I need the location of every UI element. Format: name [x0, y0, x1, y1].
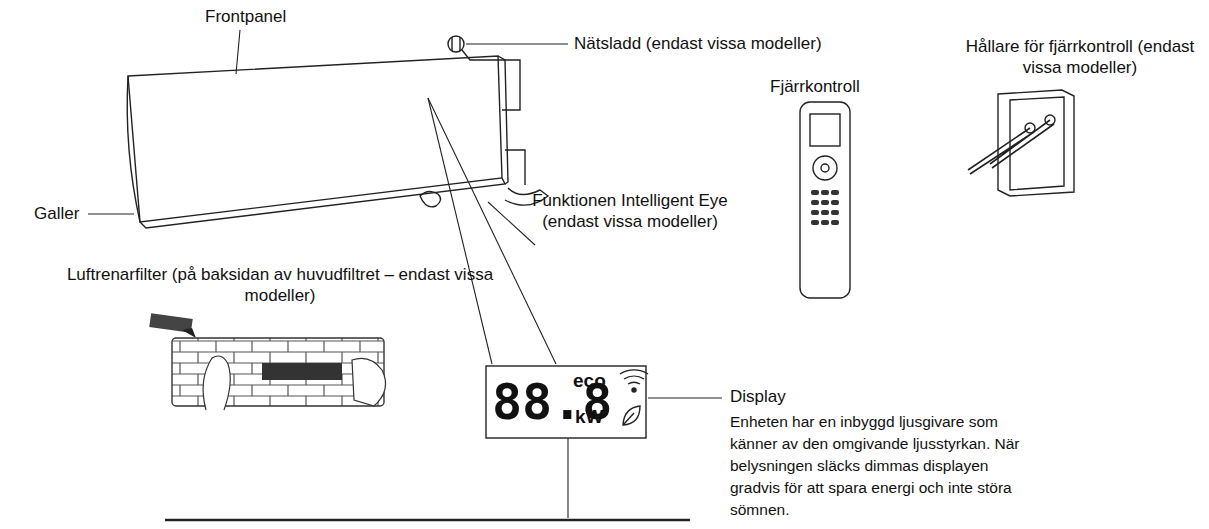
- part-label: Galler: [34, 203, 90, 224]
- part-label: Luftrenarfilter (på baksidan av huvudfil…: [60, 264, 500, 306]
- part-label: Frontpanel: [205, 6, 345, 27]
- part-label: Hållare för fjärrkontroll (endast vissa …: [955, 36, 1205, 78]
- display-symbol: eco: [573, 370, 623, 391]
- indoor-unit: [127, 36, 548, 228]
- part-label: Display: [730, 386, 870, 407]
- display-panel: [486, 366, 648, 438]
- remote-holder: [968, 90, 1074, 196]
- part-label: Funktionen Intelligent Eye (endast vissa…: [520, 190, 740, 232]
- air-purifier-filter: [149, 313, 385, 410]
- display-symbol: kW: [575, 406, 615, 427]
- part-label: Fjärrkontroll: [770, 76, 910, 97]
- part-label: Nätsladd (endast vissa modeller): [574, 33, 894, 54]
- remote-control: [800, 102, 850, 298]
- display-note: Enheten har en inbyggd ljusgivare som kä…: [730, 411, 1035, 521]
